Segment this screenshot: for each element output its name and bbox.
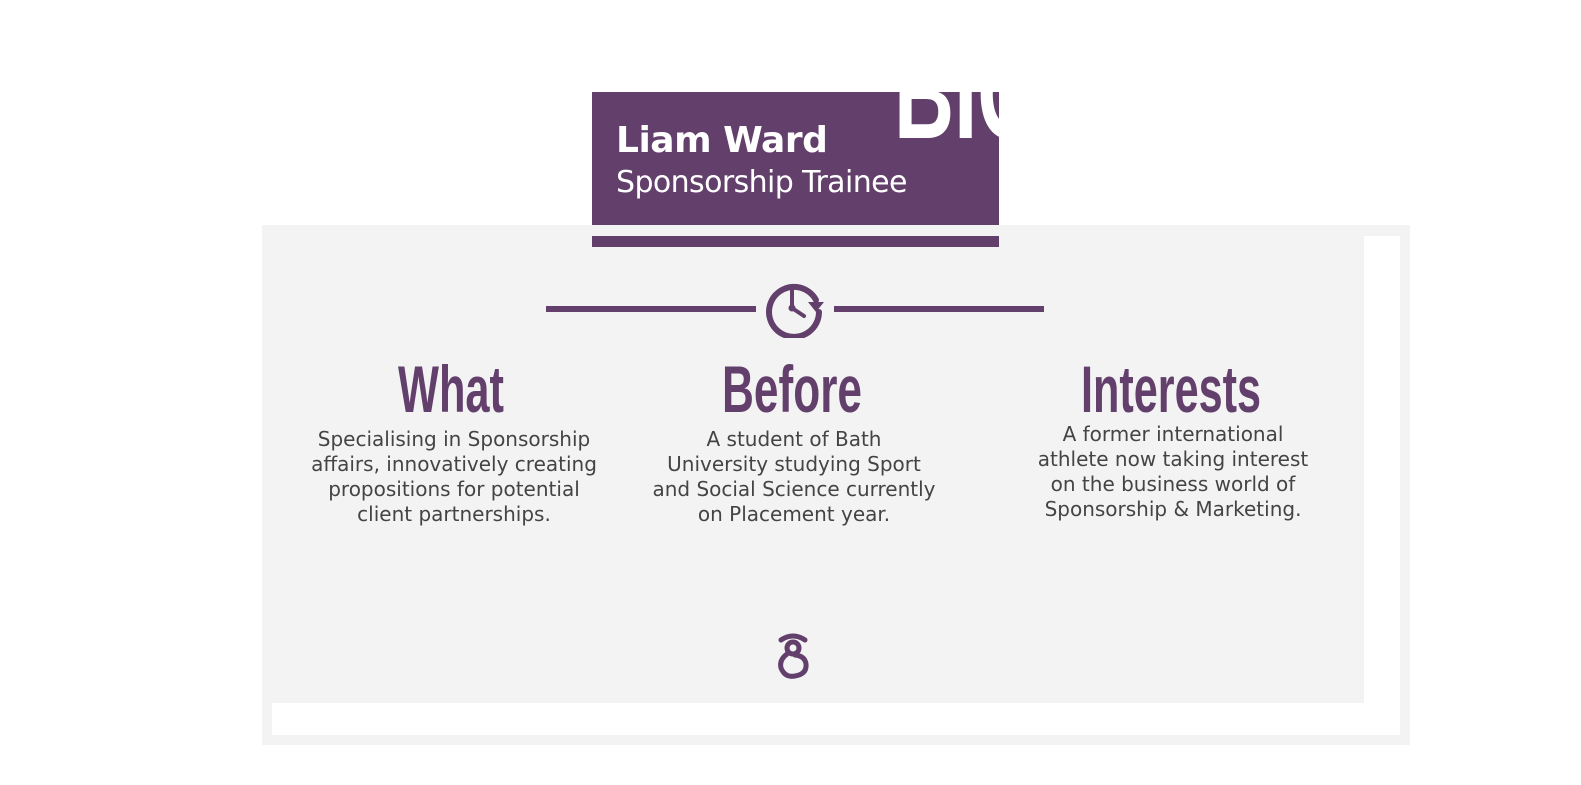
person-name: Liam Ward bbox=[616, 120, 828, 161]
svg-text:BIO: BIO bbox=[894, 23, 1042, 166]
heading-what: What bbox=[398, 352, 504, 426]
divider-line-right bbox=[834, 306, 1044, 312]
clock-history-icon bbox=[766, 283, 824, 338]
bio-watermark: BIO bbox=[894, 23, 1042, 166]
svg-text:Interests: Interests bbox=[1081, 352, 1261, 426]
svg-text:Before: Before bbox=[722, 352, 862, 426]
brand-logo-icon bbox=[778, 633, 809, 679]
title-card: Liam Ward Sponsorship Trainee bbox=[592, 92, 999, 225]
what-description: Specialising in Sponsorship affairs, inn… bbox=[311, 427, 597, 526]
title-underbar bbox=[592, 236, 999, 247]
divider-line-left bbox=[546, 306, 756, 312]
person-role: Sponsorship Trainee bbox=[616, 165, 907, 200]
before-description: A student of Bath University studying Sp… bbox=[652, 427, 936, 526]
svg-text:What: What bbox=[398, 352, 504, 426]
heading-before: Before bbox=[722, 352, 862, 426]
heading-interests: Interests bbox=[1081, 352, 1261, 426]
interests-description: A former international athlete now takin… bbox=[1037, 422, 1309, 521]
